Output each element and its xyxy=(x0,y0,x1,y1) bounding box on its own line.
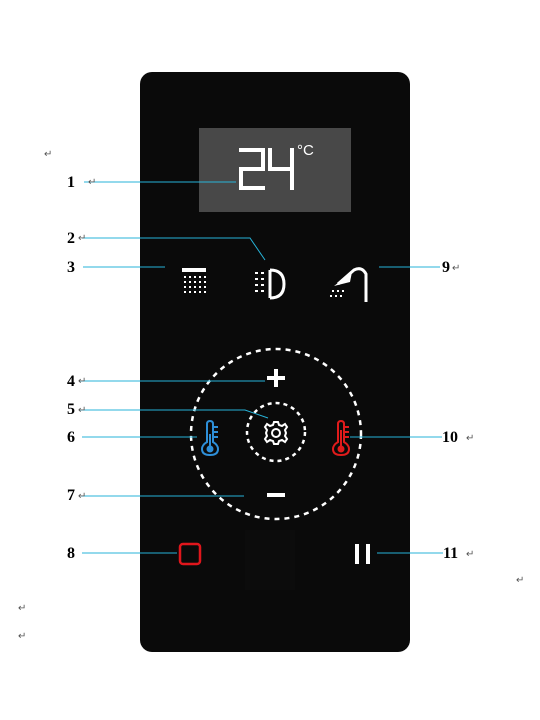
settings-icon[interactable] xyxy=(261,418,291,448)
plus-icon[interactable] xyxy=(265,367,287,389)
inner-dial-ring xyxy=(245,401,307,463)
callout-number-6: 6 xyxy=(67,429,75,446)
side-spray-icon[interactable] xyxy=(252,264,292,304)
outer-dial-ring[interactable] xyxy=(189,347,363,521)
callout-number-11: 11 xyxy=(443,545,459,562)
cold-thermometer-icon[interactable] xyxy=(199,420,221,456)
return-mark: ↵ xyxy=(88,177,97,188)
hot-thermometer-icon[interactable] xyxy=(330,420,352,456)
return-mark: ↵ xyxy=(466,433,475,444)
return-mark: ↵ xyxy=(18,631,27,642)
leader-line-2 xyxy=(82,237,266,261)
minus-icon[interactable] xyxy=(265,487,287,503)
hand-shower-icon[interactable] xyxy=(328,262,376,304)
callout-number-2: 2 xyxy=(67,230,75,247)
digit-two xyxy=(239,148,265,190)
rain-shower-icon[interactable] xyxy=(178,266,210,302)
callout-number-10: 10 xyxy=(442,429,458,446)
return-mark: ↵ xyxy=(466,549,475,560)
callout-number-1: 1 xyxy=(67,174,75,191)
digit-four xyxy=(268,148,294,190)
leader-line-5 xyxy=(80,409,269,419)
callout-number-3: 3 xyxy=(67,259,75,276)
return-mark: ↵ xyxy=(44,149,53,160)
callout-number-5: 5 xyxy=(67,401,75,418)
temperature-digits xyxy=(239,148,294,190)
stop-icon[interactable] xyxy=(177,541,203,567)
return-mark: ↵ xyxy=(78,233,87,244)
return-mark: ↵ xyxy=(78,405,87,416)
return-mark: ↵ xyxy=(452,263,461,274)
return-mark: ↵ xyxy=(516,575,525,586)
leader-lines xyxy=(80,181,443,554)
callout-number-4: 4 xyxy=(67,373,75,390)
callout-number-9: 9 xyxy=(442,259,450,276)
callout-number-7: 7 xyxy=(67,487,75,504)
callout-number-8: 8 xyxy=(67,545,75,562)
temperature-display: °C 24 xyxy=(199,128,351,212)
pause-icon[interactable] xyxy=(350,541,376,567)
temperature-unit: °C xyxy=(297,142,314,159)
return-mark: ↵ xyxy=(78,376,87,387)
center-bottom-button[interactable] xyxy=(245,530,295,590)
return-mark: ↵ xyxy=(18,603,27,614)
return-mark: ↵ xyxy=(78,491,87,502)
